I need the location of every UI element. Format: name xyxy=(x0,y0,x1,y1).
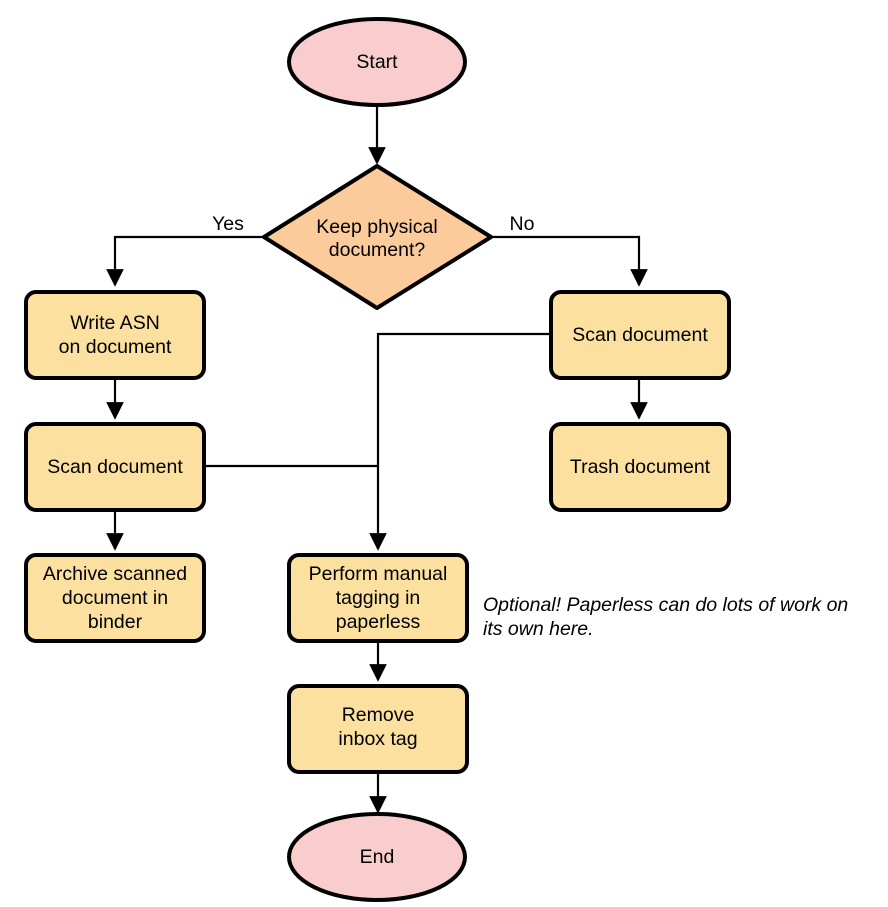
edge-label-no: No xyxy=(510,213,535,235)
write-asn-label-line1: Write ASN xyxy=(70,312,160,334)
decision-label-line1: Keep physical xyxy=(316,216,437,238)
decision-diamond-shape xyxy=(262,164,493,310)
node-keep-physical-document-decision[interactable]: Keep physical document? xyxy=(262,164,493,310)
node-trash-document[interactable]: Trash document xyxy=(549,422,731,512)
archive-label-line3: binder xyxy=(88,611,143,633)
archive-box-shape xyxy=(24,553,206,643)
edge-scan-right-to-manual-tagging xyxy=(369,332,551,551)
edge-decision-yes-to-write-asn xyxy=(106,235,264,287)
remove-inbox-tag-label-line2: inbox tag xyxy=(338,728,417,750)
remove-inbox-tag-box-shape xyxy=(287,684,469,774)
edge-label-yes: Yes xyxy=(212,213,244,235)
scan-document-right-box-shape xyxy=(549,290,731,380)
scan-document-left-label: Scan document xyxy=(47,456,183,478)
node-write-asn-on-document[interactable]: Write ASN on document xyxy=(24,290,206,380)
manual-tagging-label-line1: Perform manual xyxy=(309,563,448,585)
end-terminator-shape xyxy=(287,812,467,902)
scan-document-left-box-shape xyxy=(24,422,206,512)
archive-label-line1: Archive scanned xyxy=(43,563,187,585)
start-terminator-shape xyxy=(287,17,467,107)
node-start[interactable]: Start xyxy=(287,17,467,107)
write-asn-box-shape xyxy=(24,290,206,380)
manual-tagging-box-shape xyxy=(287,553,469,643)
node-scan-document-right[interactable]: Scan document xyxy=(549,290,731,380)
optional-note: Optional! Paperless can do lots of work … xyxy=(483,594,848,640)
trash-document-label: Trash document xyxy=(570,456,711,478)
decision-label-line2: document? xyxy=(329,239,426,261)
optional-note-line2: its own here. xyxy=(483,618,594,640)
end-label: End xyxy=(360,846,395,868)
write-asn-label-line2: on document xyxy=(59,336,172,358)
remove-inbox-tag-label-line1: Remove xyxy=(342,704,415,726)
trash-document-box-shape xyxy=(549,422,731,512)
edge-decision-no-to-scan-right xyxy=(491,235,648,287)
archive-label-line2: document in xyxy=(62,587,168,609)
node-archive-scanned-document-in-binder[interactable]: Archive scanned document in binder xyxy=(24,553,206,643)
scan-document-right-label: Scan document xyxy=(572,324,708,346)
optional-note-line1: Optional! Paperless can do lots of work … xyxy=(483,594,848,616)
node-end[interactable]: End xyxy=(287,812,467,902)
start-label: Start xyxy=(356,51,398,73)
manual-tagging-label-line3: paperless xyxy=(336,611,421,633)
node-perform-manual-tagging-in-paperless[interactable]: Perform manual tagging in paperless xyxy=(287,553,469,643)
node-scan-document-left[interactable]: Scan document xyxy=(24,422,206,512)
node-remove-inbox-tag[interactable]: Remove inbox tag xyxy=(287,684,469,774)
manual-tagging-label-line2: tagging in xyxy=(336,587,421,609)
connector-layer xyxy=(106,104,648,814)
